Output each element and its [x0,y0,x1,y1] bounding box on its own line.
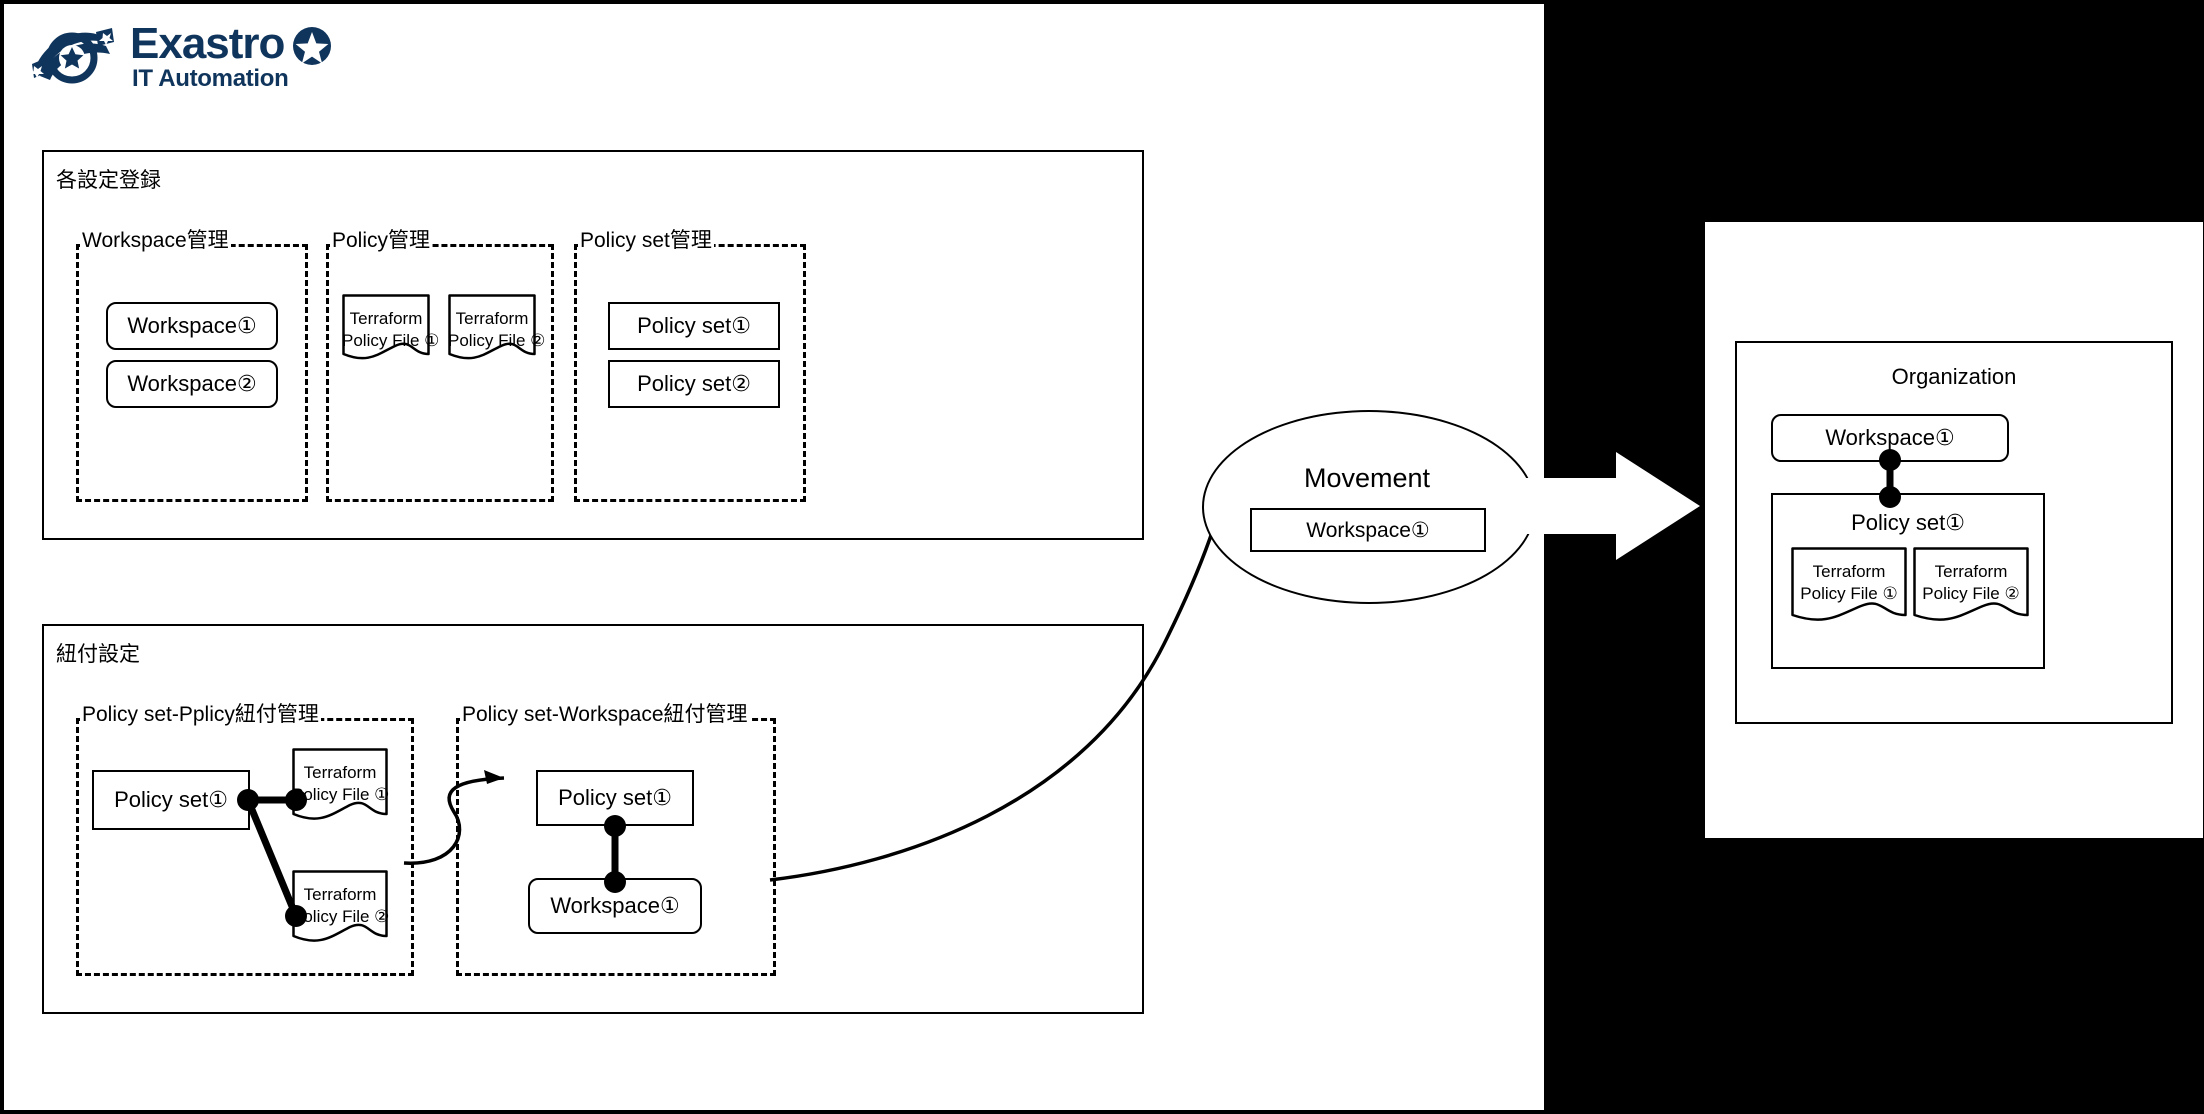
file-shape-icon [1913,547,2029,621]
doc-label-2: Terraform Policy File ② [448,308,545,352]
file-shape-icon [448,294,536,360]
tf-policyset-title: Policy set① [1851,510,1965,535]
doc-label-line1: Terraform [303,763,377,782]
node-movement-workspace-1[interactable]: Workspace① [1250,508,1486,552]
file-shape-icon [342,294,430,360]
node-ws-linkage-workspace-1[interactable]: Workspace① [528,878,702,934]
doc-label-line1: Terraform [349,309,423,328]
doc-tf-policy-file-1[interactable]: Terraform Policy File ① [1791,547,1907,629]
doc-label-line2: Policy File ① [342,331,440,350]
node-policyset-2[interactable]: Policy set② [608,360,780,408]
group-policyset-management-title: Policy set管理 [578,229,714,252]
doc-label-1: Terraform Policy File ① [342,308,439,352]
group-workspace-management-title: Workspace管理 [80,229,231,252]
doc-label-2: Terraform Policy File ② [1913,561,2029,605]
doc-terraform-policy-file-1[interactable]: Terraform Policy File ① [342,294,439,366]
group-policyset-workspace-linkage [456,718,776,976]
exastro-logo: Exastro IT Automation [24,20,354,98]
group-policyset-workspace-linkage-title: Policy set-Workspace紐付管理 [460,703,750,726]
transfer-arrow [1520,452,1700,560]
terraform-panel: HashiCorp Terraform Organization Workspa… [1705,222,2203,838]
exastro-wordmark: Exastro [130,19,285,68]
node-workspace-1[interactable]: Workspace① [106,302,278,350]
group-policyset-policy-linkage-title: Policy set-Pplicy紐付管理 [80,703,321,726]
doc-label-line2: Policy File ① [1800,584,1898,603]
node-linkage-policyset-1[interactable]: Policy set① [92,770,250,830]
doc-label-1: Terraform Policy File ① [1791,561,1907,605]
exastro-mark-icon [30,28,114,84]
doc-linkage-policy-file-1[interactable]: Terraform Policy File ① [292,748,390,828]
file-shape-icon [292,870,388,942]
doc-label-line2: Policy File ② [1922,584,2020,603]
node-workspace-2[interactable]: Workspace② [106,360,278,408]
section-registration-title: 各設定登録 [56,169,161,192]
doc-terraform-policy-file-2[interactable]: Terraform Policy File ② [448,294,545,366]
doc-label-line2: Policy File ② [448,331,546,350]
doc-label-line1: Terraform [303,885,377,904]
doc-linkage-policy-file-2[interactable]: Terraform Policy File ② [292,870,390,950]
movement-ellipse [1202,410,1536,604]
doc-label-1: Terraform Policy File ① [292,762,390,806]
exastro-tagline: IT Automation [132,65,289,92]
doc-label-line2: Policy File ② [292,907,390,926]
exastro-star-icon [293,27,331,65]
doc-label-line2: Policy File ① [292,785,390,804]
movement-label: Movement [1303,463,1431,493]
organization-title: Organization [1891,364,2017,389]
doc-label-line1: Terraform [455,309,529,328]
file-shape-icon [292,748,388,820]
doc-label-2: Terraform Policy File ② [292,884,390,928]
doc-label-line1: Terraform [1934,562,2008,581]
file-shape-icon [1791,547,1907,621]
group-policy-management [326,244,554,502]
doc-label-line1: Terraform [1812,562,1886,581]
doc-tf-policy-file-2[interactable]: Terraform Policy File ② [1913,547,2029,629]
node-ws-linkage-policyset-1[interactable]: Policy set① [536,770,694,826]
block-arrow-right-icon [1520,452,1700,560]
node-policyset-1[interactable]: Policy set① [608,302,780,350]
group-policy-management-title: Policy管理 [330,229,433,252]
section-linkage-title: 紐付設定 [56,643,140,666]
node-tf-workspace-1[interactable]: Workspace① [1771,414,2009,462]
